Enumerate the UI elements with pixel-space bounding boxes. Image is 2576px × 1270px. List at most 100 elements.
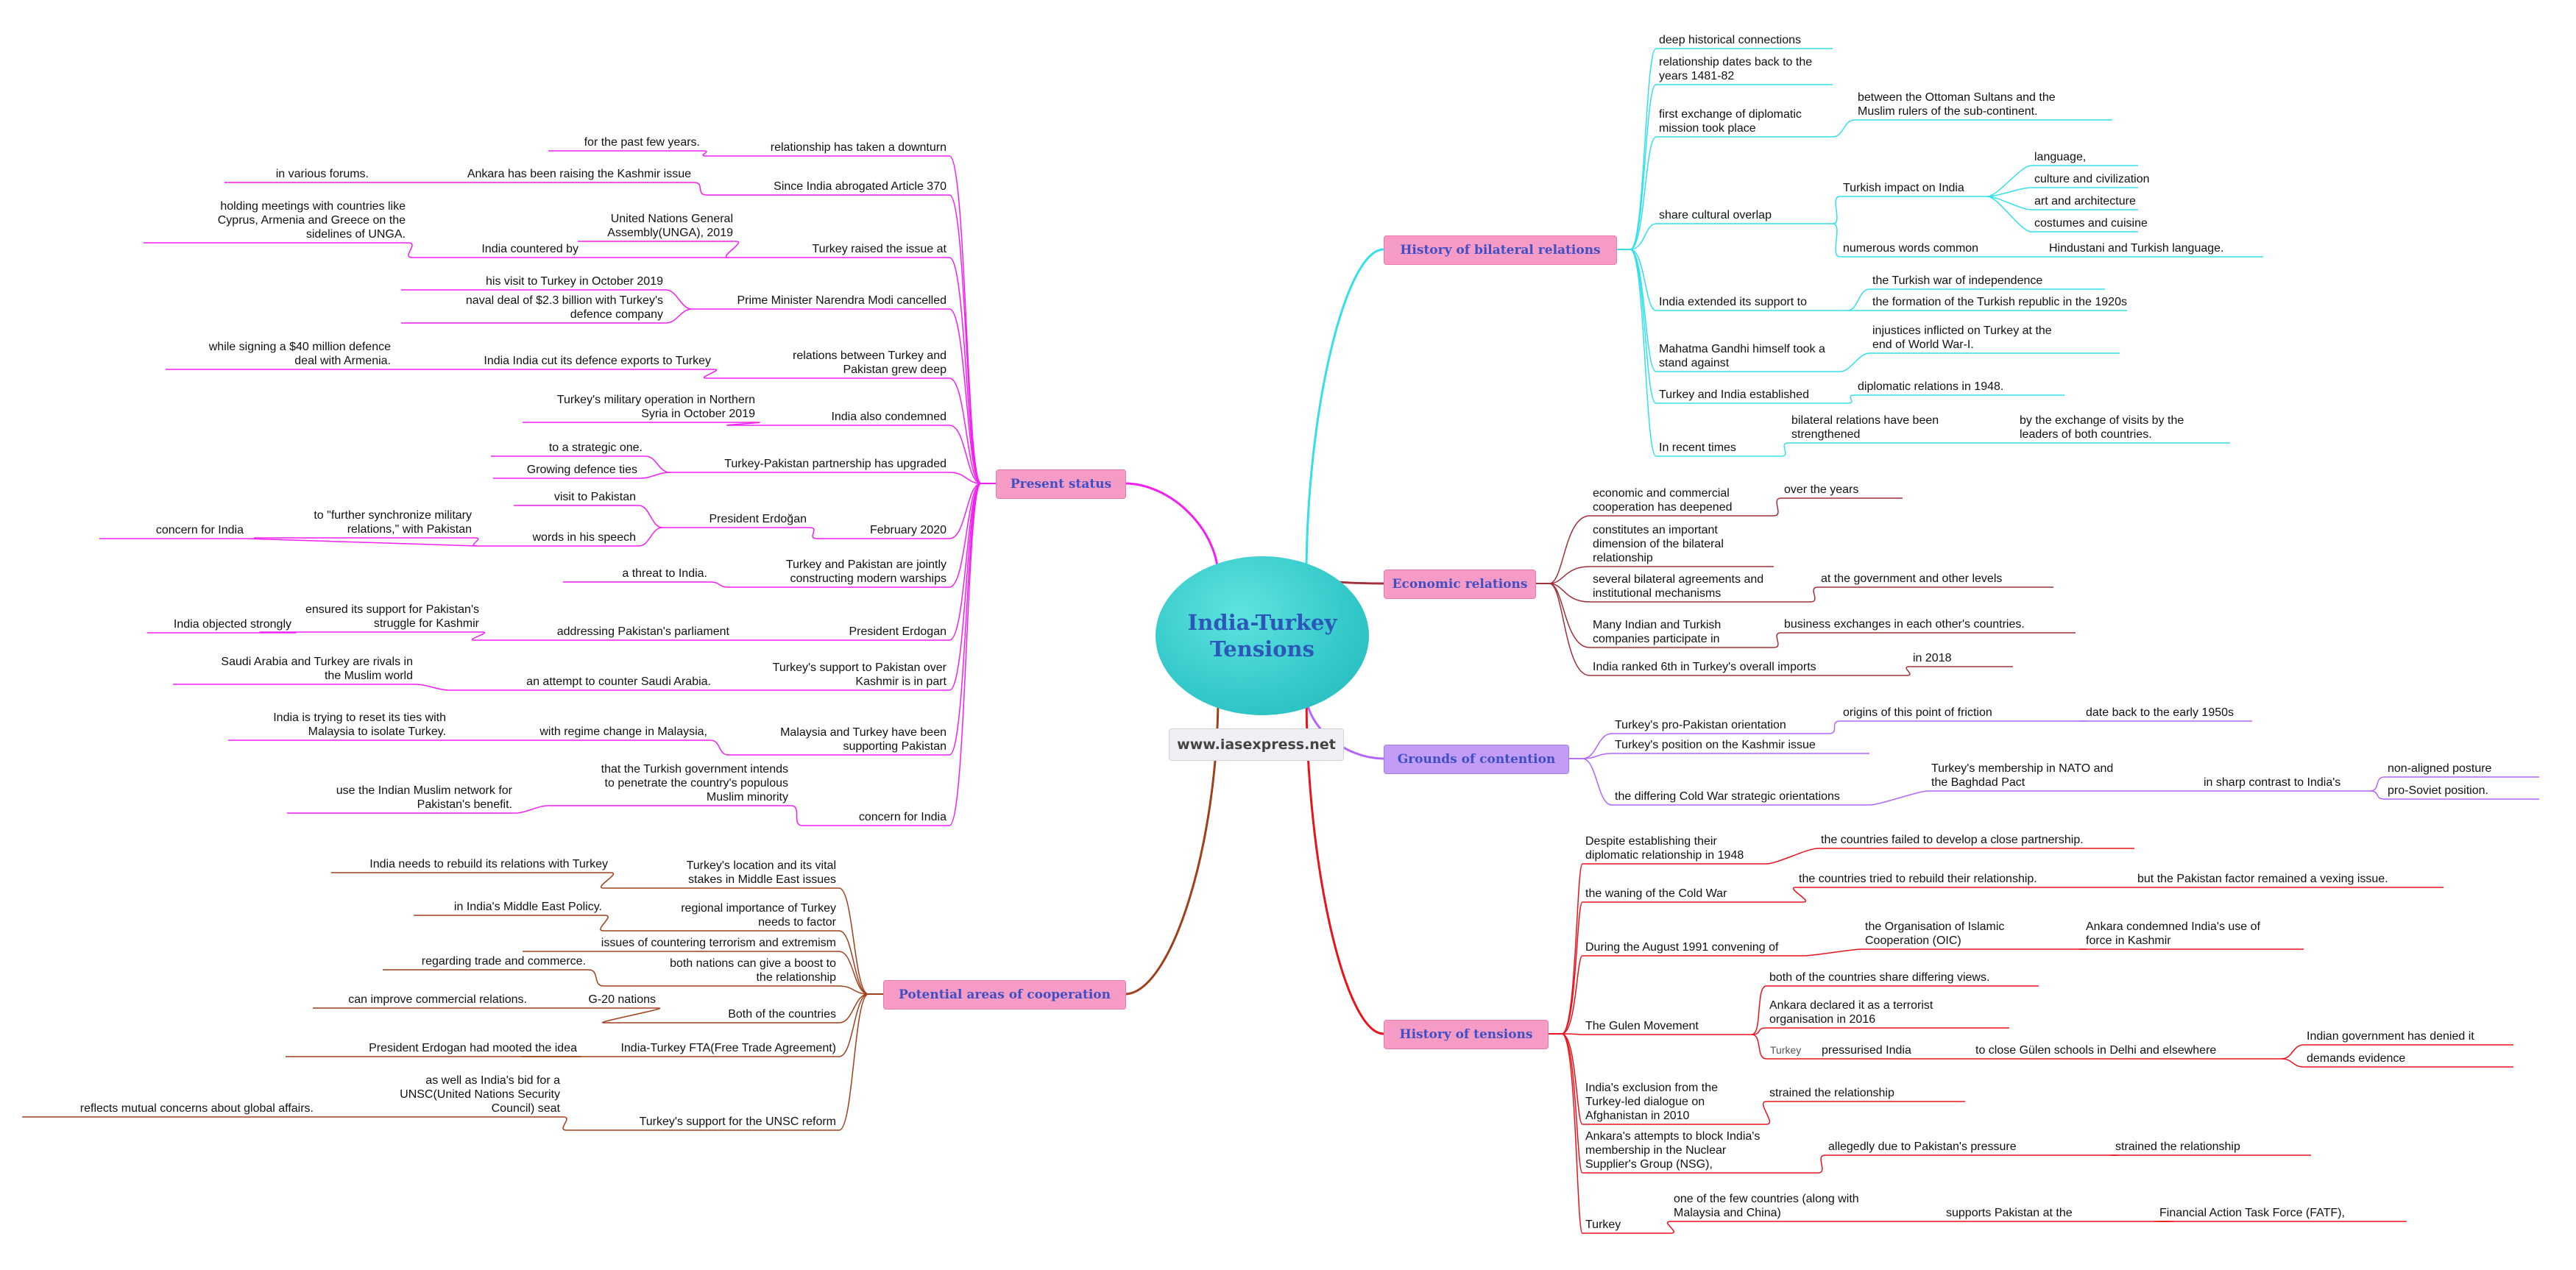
node-economic-n2[interactable]: constitutes an important dimension of th… — [1593, 524, 1724, 564]
node-history-n6[interactable]: Mahatma Gandhi himself took a stand agai… — [1659, 343, 1825, 369]
node-cooperation-n2[interactable]: regional importance of Turkey needs to f… — [681, 902, 836, 929]
node-history-n5[interactable]: India extended its support to — [1659, 296, 1808, 308]
node-present-p11a[interactable]: an attempt to counter Saudi Arabia. — [526, 675, 711, 688]
node-cooperation-n7[interactable]: Turkey's support for the UNSC reform — [639, 1115, 836, 1128]
node-present-p7[interactable]: Turkey-Pakistan partnership has upgraded — [724, 458, 946, 470]
node-present-p5a[interactable]: India India cut its defence exports to T… — [484, 355, 711, 367]
node-economic-n1[interactable]: economic and commercial cooperation has … — [1593, 487, 1733, 514]
node-history-n7[interactable]: Turkey and India established — [1659, 389, 1809, 401]
node-tensions-n7b[interactable]: supports Pakistan at the — [1946, 1207, 2073, 1219]
node-cooperation-n5a[interactable]: G-20 nations — [588, 993, 656, 1006]
node-present-p3[interactable]: Turkey raised the issue at — [812, 243, 946, 255]
node-present-p8a2b[interactable]: concern for India — [155, 524, 244, 536]
node-tensions-n7c[interactable]: Financial Action Task Force (FATF), — [2159, 1207, 2345, 1219]
node-present-p5[interactable]: relations between Turkey and Pakistan gr… — [792, 350, 946, 376]
node-present-p8a1[interactable]: visit to Pakistan — [553, 491, 636, 503]
node-grounds-n1[interactable]: Turkey's pro-Pakistan orientation — [1615, 719, 1786, 731]
node-history-n4b[interactable]: numerous words common — [1843, 242, 1979, 255]
branch-grounds-contention[interactable]: Grounds of contention — [1384, 745, 1569, 774]
node-tensions-n6a[interactable]: allegedly due to Pakistan's pressure — [1828, 1140, 2017, 1153]
node-tensions-n7[interactable]: Turkey — [1585, 1218, 1621, 1231]
node-present-p9a[interactable]: a threat to India. — [622, 567, 707, 580]
node-economic-n1a[interactable]: over the years — [1784, 483, 1859, 496]
node-cooperation-n1[interactable]: Turkey's location and its vital stakes i… — [686, 859, 836, 886]
node-present-p11[interactable]: Turkey's support to Pakistan over Kashmi… — [772, 661, 946, 688]
node-present-p4[interactable]: Prime Minister Narendra Modi cancelled — [737, 294, 946, 307]
node-cooperation-n6[interactable]: India-Turkey FTA(Free Trade Agreement) — [620, 1042, 836, 1054]
node-present-p12a[interactable]: with regime change in Malaysia, — [539, 726, 707, 738]
node-grounds-n1a[interactable]: origins of this point of friction — [1843, 706, 1992, 719]
node-tensions-n3b[interactable]: Ankara condemned India's use of force in… — [2086, 920, 2260, 947]
node-present-p4a[interactable]: his visit to Turkey in October 2019 — [486, 275, 663, 288]
node-history-n3[interactable]: first exchange of diplomatic mission too… — [1659, 108, 1802, 135]
node-history-n8a[interactable]: bilateral relations have been strengthen… — [1791, 414, 1939, 441]
node-history-n5b[interactable]: the formation of the Turkish republic in… — [1872, 296, 2127, 308]
node-present-p10a[interactable]: addressing Pakistan's parliament — [556, 625, 729, 638]
node-grounds-n3b[interactable]: in sharp contrast to India's — [2204, 776, 2341, 789]
node-grounds-n3d[interactable]: pro-Soviet position. — [2388, 784, 2488, 797]
node-history-n1[interactable]: deep historical connections — [1659, 34, 1802, 46]
node-tensions-n3a[interactable]: the Organisation of Islamic Cooperation … — [1865, 920, 2005, 947]
node-tensions-n4b[interactable]: Ankara declared it as a terrorist organi… — [1769, 999, 1933, 1026]
node-cooperation-n2a[interactable]: in India's Middle East Policy. — [453, 901, 602, 913]
node-present-p11b[interactable]: Saudi Arabia and Turkey are rivals in th… — [221, 656, 413, 682]
node-history-n4a3[interactable]: art and architecture — [2034, 195, 2136, 207]
node-present-p1a[interactable]: for the past few years. — [584, 136, 700, 149]
node-present-p2b[interactable]: in various forums. — [275, 168, 369, 180]
node-present-p5b[interactable]: while signing a $40 million defence deal… — [208, 341, 391, 367]
node-cooperation-n3[interactable]: issues of countering terrorism and extre… — [601, 937, 836, 949]
node-present-p8[interactable]: February 2020 — [869, 524, 946, 536]
node-history-n3a[interactable]: between the Ottoman Sultans and the Musl… — [1858, 91, 2056, 118]
node-tensions-n7a[interactable]: one of the few countries (along with Mal… — [1674, 1193, 1859, 1219]
node-grounds-n2[interactable]: Turkey's position on the Kashmir issue — [1615, 739, 1816, 751]
node-present-p7a[interactable]: to a strategic one. — [548, 441, 643, 454]
node-cooperation-n5[interactable]: Both of the countries — [728, 1008, 836, 1021]
node-tensions-n6[interactable]: Ankara's attempts to block India's membe… — [1585, 1130, 1761, 1171]
node-present-p13b[interactable]: use the Indian Muslim network for Pakist… — [336, 784, 512, 811]
node-tensions-n4c3[interactable]: demands evidence — [2307, 1052, 2406, 1065]
node-tensions-n5a[interactable]: strained the relationship — [1769, 1087, 1894, 1099]
node-present-p8a[interactable]: President Erdoğan — [709, 513, 807, 525]
node-grounds-n3c[interactable]: non-aligned posture — [2388, 762, 2492, 775]
node-present-p6[interactable]: India also condemned — [831, 411, 946, 423]
branch-potential-cooperation[interactable]: Potential areas of cooperation — [883, 980, 1126, 1010]
node-tensions-n1a[interactable]: the countries failed to develop a close … — [1821, 834, 2084, 846]
node-present-p12[interactable]: Malaysia and Turkey have been supporting… — [780, 726, 946, 753]
node-economic-n4[interactable]: Many Indian and Turkish companies partic… — [1593, 619, 1722, 645]
node-history-n4b1[interactable]: Hindustani and Turkish language. — [2049, 242, 2224, 255]
node-tensions-n4[interactable]: The Gulen Movement — [1585, 1020, 1699, 1032]
node-tensions-n1[interactable]: Despite establishing their diplomatic re… — [1585, 835, 1744, 862]
node-cooperation-n7b[interactable]: reflects mutual concerns about global af… — [79, 1102, 314, 1115]
node-present-p4b[interactable]: naval deal of $2.3 billion with Turkey's… — [465, 294, 663, 321]
node-cooperation-n4[interactable]: both nations can give a boost to the rel… — [670, 957, 836, 984]
node-economic-n3[interactable]: several bilateral agreements and institu… — [1593, 573, 1764, 600]
node-history-n2[interactable]: relationship dates back to the years 148… — [1659, 56, 1813, 82]
node-cooperation-n5b[interactable]: can improve commercial relations. — [348, 993, 527, 1006]
central-topic[interactable]: India-Turkey Tensions — [1156, 556, 1369, 715]
node-present-p7b[interactable]: Growing defence ties — [526, 464, 637, 476]
node-history-n4a4[interactable]: costumes and cuisine — [2034, 217, 2148, 230]
node-present-p2a[interactable]: Ankara has been raising the Kashmir issu… — [467, 168, 691, 180]
node-history-n5a[interactable]: the Turkish war of independence — [1872, 274, 2043, 287]
node-cooperation-n6a[interactable]: President Erdogan had mooted the idea — [369, 1042, 577, 1054]
node-history-n4a[interactable]: Turkish impact on India — [1843, 182, 1964, 194]
node-economic-n5[interactable]: India ranked 6th in Turkey's overall imp… — [1593, 661, 1816, 673]
node-present-p9[interactable]: Turkey and Pakistan are jointly construc… — [785, 558, 946, 585]
node-present-p3b[interactable]: India countered by — [481, 243, 578, 255]
node-present-p2[interactable]: Since India abrogated Article 370 — [774, 180, 946, 193]
node-tensions-n2[interactable]: the waning of the Cold War — [1585, 887, 1727, 900]
node-history-n4a1[interactable]: language, — [2034, 151, 2087, 163]
node-tensions-n2b[interactable]: but the Pakistan factor remained a vexin… — [2137, 873, 2388, 885]
node-tensions-n6b[interactable]: strained the relationship — [2115, 1140, 2240, 1153]
node-present-p13a[interactable]: that the Turkish government intends to p… — [601, 763, 788, 803]
branch-present-status[interactable]: Present status — [996, 469, 1126, 499]
node-present-p3a[interactable]: United Nations General Assembly(UNGA), 2… — [607, 213, 733, 239]
node-history-n4[interactable]: share cultural overlap — [1659, 209, 1772, 221]
node-history-n8[interactable]: In recent times — [1659, 441, 1736, 454]
node-grounds-n3[interactable]: the differing Cold War strategic orienta… — [1615, 790, 1840, 803]
node-grounds-n3a[interactable]: Turkey's membership in NATO and the Bagh… — [1931, 762, 2114, 789]
branch-history-bilateral[interactable]: History of bilateral relations — [1384, 235, 1617, 265]
node-economic-n3a[interactable]: at the government and other levels — [1821, 572, 2003, 585]
node-economic-n5a[interactable]: in 2018 — [1913, 652, 1952, 664]
node-cooperation-n7a[interactable]: as well as India's bid for a UNSC(United… — [400, 1074, 560, 1115]
